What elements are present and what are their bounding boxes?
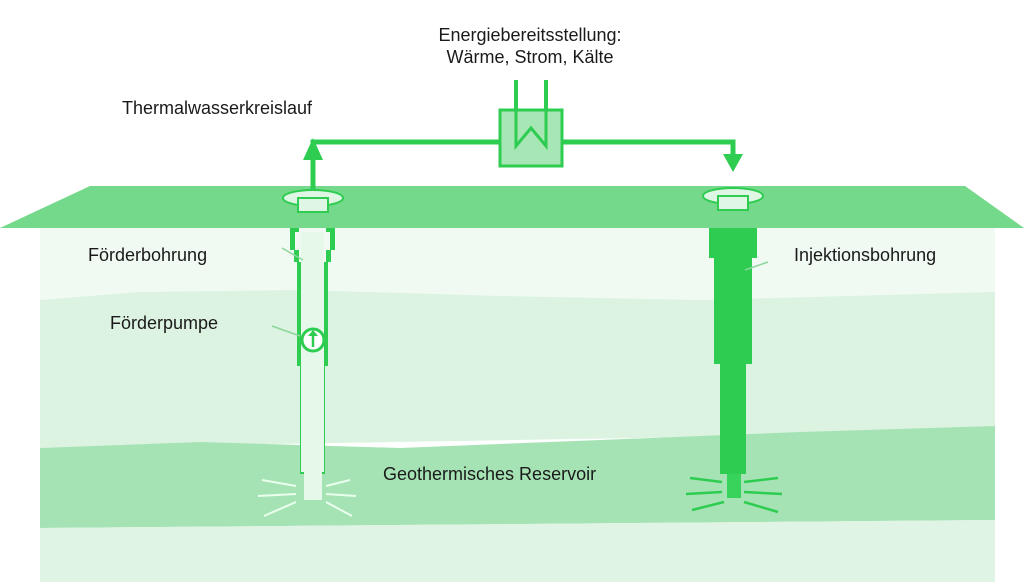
circuit-label: Thermalwasserkreislauf — [122, 98, 313, 118]
inflow-arrows — [257, 479, 357, 517]
leader-injection — [744, 261, 769, 271]
energy-line-1: Energiebereitsstellung: — [438, 25, 622, 45]
production-well-label: Förderbohrung — [88, 245, 208, 265]
circuit-pipe-right — [562, 139, 736, 160]
circuit-pipe-left — [310, 139, 502, 190]
middle-ground-layer — [40, 290, 995, 448]
injection-well — [709, 228, 757, 498]
heat-exchanger-coil — [514, 110, 548, 151]
reservoir-label: Geothermisches Reservoir — [383, 464, 597, 484]
injection-well-label: Injektionsbohrung — [794, 245, 937, 265]
leader-production — [281, 247, 304, 261]
heat-exchanger — [498, 108, 564, 168]
outflow-arrows — [685, 476, 783, 514]
reservoir-layer — [40, 426, 995, 528]
deep-ground-layer — [40, 520, 995, 582]
energy-line-2: Wärme, Strom, Kälte — [446, 47, 614, 67]
leader-pump — [271, 325, 301, 337]
surface-plane — [0, 186, 1024, 228]
arrow-down-icon — [723, 154, 743, 172]
arrow-up-icon — [303, 138, 323, 160]
pump-label: Förderpumpe — [110, 313, 219, 333]
energy-title: Energiebereitsstellung: Wärme, Strom, Kä… — [380, 24, 680, 68]
